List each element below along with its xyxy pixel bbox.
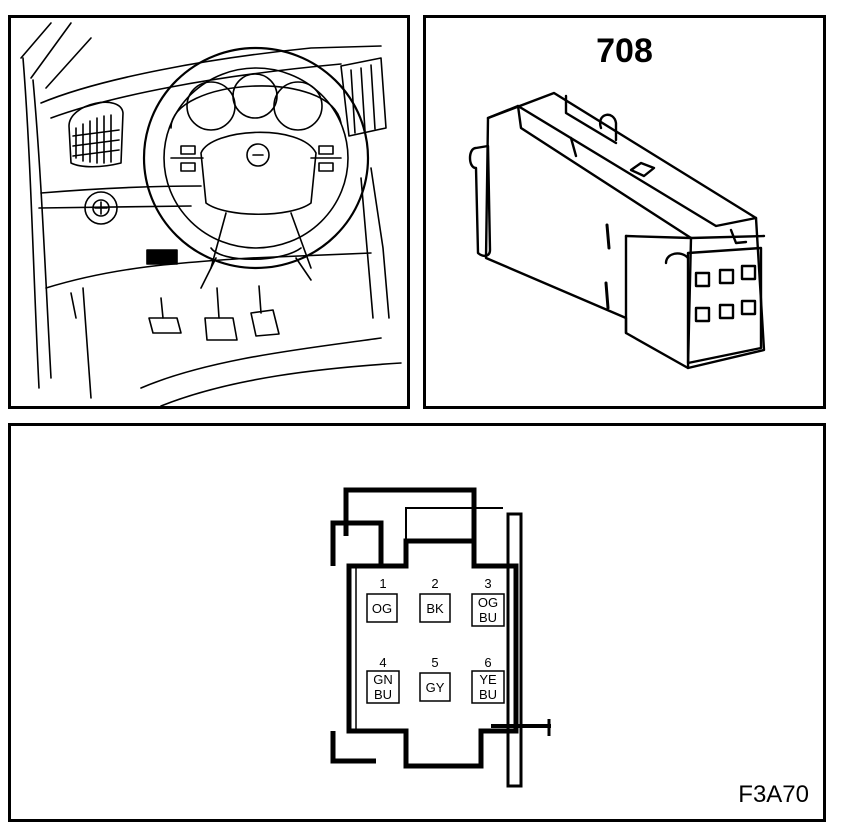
- pin-number: 5: [431, 655, 438, 670]
- pin-4: 4 GN BU: [366, 655, 400, 704]
- pin-wire-color: BU: [479, 610, 497, 625]
- pin-wire-color: OG: [372, 601, 392, 616]
- pin-number: 4: [379, 655, 386, 670]
- pin-wire-color: GN: [373, 672, 393, 687]
- pin-3: 3 OG BU: [471, 576, 505, 627]
- pin-number: 3: [484, 576, 491, 591]
- pin-5: 5 GY: [419, 655, 451, 702]
- location-drawing-panel: [8, 15, 410, 409]
- connector-number: 708: [596, 32, 653, 70]
- left-upper-tab: [330, 520, 384, 566]
- dashboard-illustration: [20, 22, 402, 406]
- connector-body: [346, 538, 519, 769]
- top-latch: [343, 487, 477, 541]
- connector-illustration: [468, 91, 766, 370]
- pin-1: 1 OG: [366, 576, 398, 623]
- right-rail: [506, 512, 523, 788]
- pin-number: 1: [379, 576, 386, 591]
- connector-view-panel: 708: [423, 15, 826, 409]
- pin-wire-color: GY: [426, 680, 445, 695]
- figure-code: F3A70: [738, 781, 809, 808]
- pin-number: 6: [484, 655, 491, 670]
- pinout-panel: 1 OG 2 BK 3 OG BU 4 GN BU 5 GY 6: [8, 423, 826, 822]
- pin-wire-color: OG: [478, 595, 498, 610]
- pin-2: 2 BK: [419, 576, 451, 623]
- pinout-diagram: 1 OG 2 BK 3 OG BU 4 GN BU 5 GY 6: [330, 487, 551, 788]
- pin-wire-color: BU: [374, 687, 392, 702]
- left-lower-tab: [330, 731, 376, 764]
- pin-wire-color: BK: [426, 601, 444, 616]
- pin-6: 6 YE BU: [471, 655, 505, 704]
- pin-wire-color: YE: [479, 672, 497, 687]
- pin-wire-color: BU: [479, 687, 497, 702]
- pin-number: 2: [431, 576, 438, 591]
